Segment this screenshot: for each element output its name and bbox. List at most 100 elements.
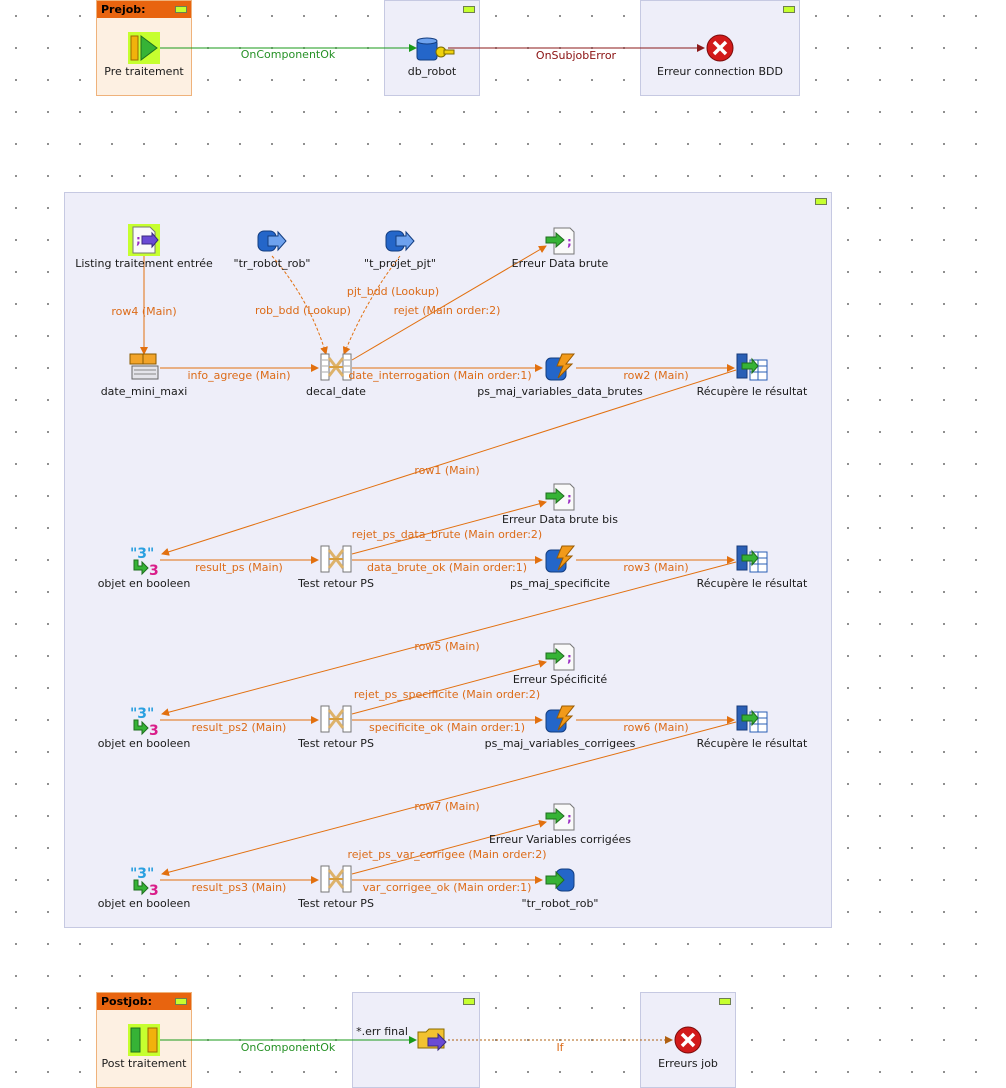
component-label: Listing traitement entrée [75, 257, 213, 270]
component-label: *.err final [356, 1025, 408, 1038]
link-rejet-ps-var-corrigee[interactable] [351, 819, 547, 875]
collapse-button[interactable] [463, 6, 475, 13]
svg-text:;: ; [136, 233, 141, 247]
link-label: rob_bdd (Lookup) [255, 304, 351, 317]
link-label: row2 (Main) [623, 369, 689, 382]
file-input-icon[interactable]: ; [128, 224, 160, 256]
link-label: date_interrogation (Main order:1) [348, 369, 532, 382]
component-label: Erreur Spécificité [512, 673, 608, 686]
link-rejet-ps-data-brute[interactable] [351, 499, 547, 555]
link-label: row7 (Main) [414, 800, 480, 813]
file-output-icon[interactable]: ; [544, 802, 576, 832]
link-label: OnComponentOk [240, 1041, 336, 1054]
component-label: Récupère le résultat [696, 385, 808, 398]
link-label: pjt_bdd (Lookup) [346, 285, 440, 298]
link-row5[interactable] [161, 561, 737, 717]
tmap-icon[interactable] [320, 704, 352, 734]
component-label: date_mini_maxi [100, 385, 188, 398]
component-label: Récupère le résultat [696, 577, 808, 590]
db-output-icon[interactable] [544, 866, 576, 894]
parse-record-icon[interactable] [736, 544, 768, 574]
error-die-icon[interactable] [705, 33, 735, 63]
collapse-button[interactable] [175, 998, 187, 1005]
link-label: row4 (Main) [111, 305, 177, 318]
component-label: Erreur Data brute bis [502, 513, 618, 526]
component-label: Erreur Variables corrigées [488, 833, 632, 846]
svg-text:;: ; [567, 491, 572, 505]
link-rejet[interactable] [351, 245, 547, 361]
convert-type-icon[interactable]: "3" 3 [128, 864, 160, 896]
link-label: If [556, 1041, 564, 1054]
aggregate-icon[interactable] [128, 352, 160, 382]
component-label: decal_date [306, 385, 366, 398]
link-label: info_agrege (Main) [187, 369, 291, 382]
component-label: "t_projet_pjt" [364, 257, 436, 270]
postjob-header: Postjob: [97, 993, 191, 1010]
file-output-icon[interactable]: ; [544, 642, 576, 672]
parse-record-icon[interactable] [736, 704, 768, 734]
postjob-title: Postjob: [101, 995, 153, 1008]
svg-text:"3": "3" [130, 866, 154, 882]
link-label: row1 (Main) [414, 464, 480, 477]
link-rob-bdd[interactable] [271, 255, 328, 355]
tmap-icon[interactable] [320, 352, 352, 382]
component-label: Test retour PS [298, 897, 374, 910]
link-label: result_ps (Main) [195, 561, 283, 574]
link-label: row5 (Main) [414, 640, 480, 653]
file-list-icon[interactable] [416, 1024, 448, 1054]
collapse-button[interactable] [463, 998, 475, 1005]
link-label: data_brute_ok (Main order:1) [366, 561, 528, 574]
component-label: Récupère le résultat [696, 737, 808, 750]
collapse-button[interactable] [175, 6, 187, 13]
component-label: objet en booleen [97, 737, 191, 750]
stored-procedure-icon[interactable] [544, 544, 576, 574]
db-input-icon[interactable] [384, 228, 416, 254]
component-label: Erreur connection BDD [657, 65, 783, 78]
parse-record-icon[interactable] [736, 352, 768, 382]
link-row7[interactable] [161, 721, 737, 877]
db-connection-icon[interactable] [416, 36, 456, 64]
component-label: objet en booleen [97, 897, 191, 910]
link-label: OnSubjobError [535, 49, 617, 62]
component-label: Erreurs job [658, 1057, 718, 1070]
component-label: Post traitement [101, 1057, 187, 1070]
convert-type-icon[interactable]: "3" 3 [128, 544, 160, 576]
component-label: Pre traitement [104, 65, 184, 78]
tmap-icon[interactable] [320, 544, 352, 574]
tmap-icon[interactable] [320, 864, 352, 894]
component-label: "tr_robot_rob" [521, 897, 599, 910]
prejob-start-icon[interactable] [128, 32, 160, 64]
error-die-icon[interactable] [673, 1025, 703, 1055]
db-input-icon[interactable] [256, 228, 288, 254]
component-label: db_robot [407, 65, 457, 78]
file-output-icon[interactable]: ; [544, 482, 576, 512]
link-label: rejet_ps_var_corrigee (Main order:2) [347, 848, 547, 861]
link-row1[interactable] [161, 369, 737, 556]
component-label: Test retour PS [298, 737, 374, 750]
link-label: result_ps2 (Main) [191, 721, 287, 734]
postjob-start-icon[interactable] [128, 1024, 160, 1056]
link-label: specificite_ok (Main order:1) [369, 721, 525, 734]
link-label: row3 (Main) [623, 561, 689, 574]
link-pjt-bdd[interactable] [342, 255, 401, 355]
svg-text:"3": "3" [130, 546, 154, 562]
collapse-button[interactable] [783, 6, 795, 13]
convert-type-icon[interactable]: "3" 3 [128, 704, 160, 736]
link-label: row6 (Main) [623, 721, 689, 734]
file-output-icon[interactable]: ; [544, 226, 576, 256]
link-label: OnComponentOk [240, 48, 336, 61]
component-label: ps_maj_variables_data_brutes [477, 385, 643, 398]
component-label: ps_maj_specificite [510, 577, 610, 590]
link-label: rejet_ps_data_brute (Main order:2) [351, 528, 543, 541]
link-label: result_ps3 (Main) [191, 881, 287, 894]
stored-procedure-icon[interactable] [544, 352, 576, 382]
collapse-button[interactable] [815, 198, 827, 205]
link-label: rejet (Main order:2) [393, 304, 501, 317]
component-label: Test retour PS [298, 577, 374, 590]
link-label: var_corrigee_ok (Main order:1) [362, 881, 532, 894]
stored-procedure-icon[interactable] [544, 704, 576, 734]
svg-text:;: ; [567, 651, 572, 665]
link-rejet-ps-specificite[interactable] [351, 659, 547, 715]
collapse-button[interactable] [719, 998, 731, 1005]
